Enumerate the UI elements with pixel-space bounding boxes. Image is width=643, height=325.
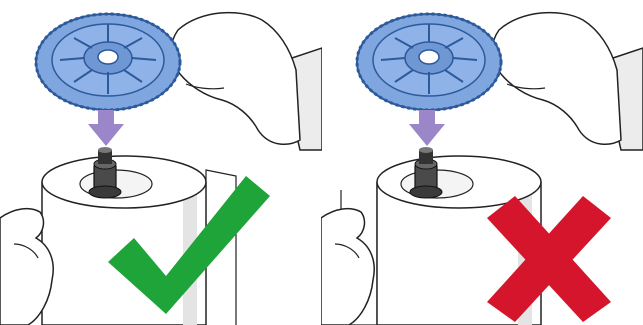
spindle [89, 147, 121, 198]
hand-top [171, 13, 300, 145]
correct-illustration [0, 0, 322, 325]
spindle-hub [357, 14, 501, 110]
hand-top [492, 13, 621, 145]
down-arrow-icon [409, 110, 445, 146]
spindle [410, 147, 442, 198]
correct-panel [0, 0, 322, 325]
incorrect-panel [321, 0, 643, 325]
incorrect-illustration [321, 0, 643, 325]
down-arrow-icon [88, 110, 124, 146]
spindle-hub [36, 14, 180, 110]
